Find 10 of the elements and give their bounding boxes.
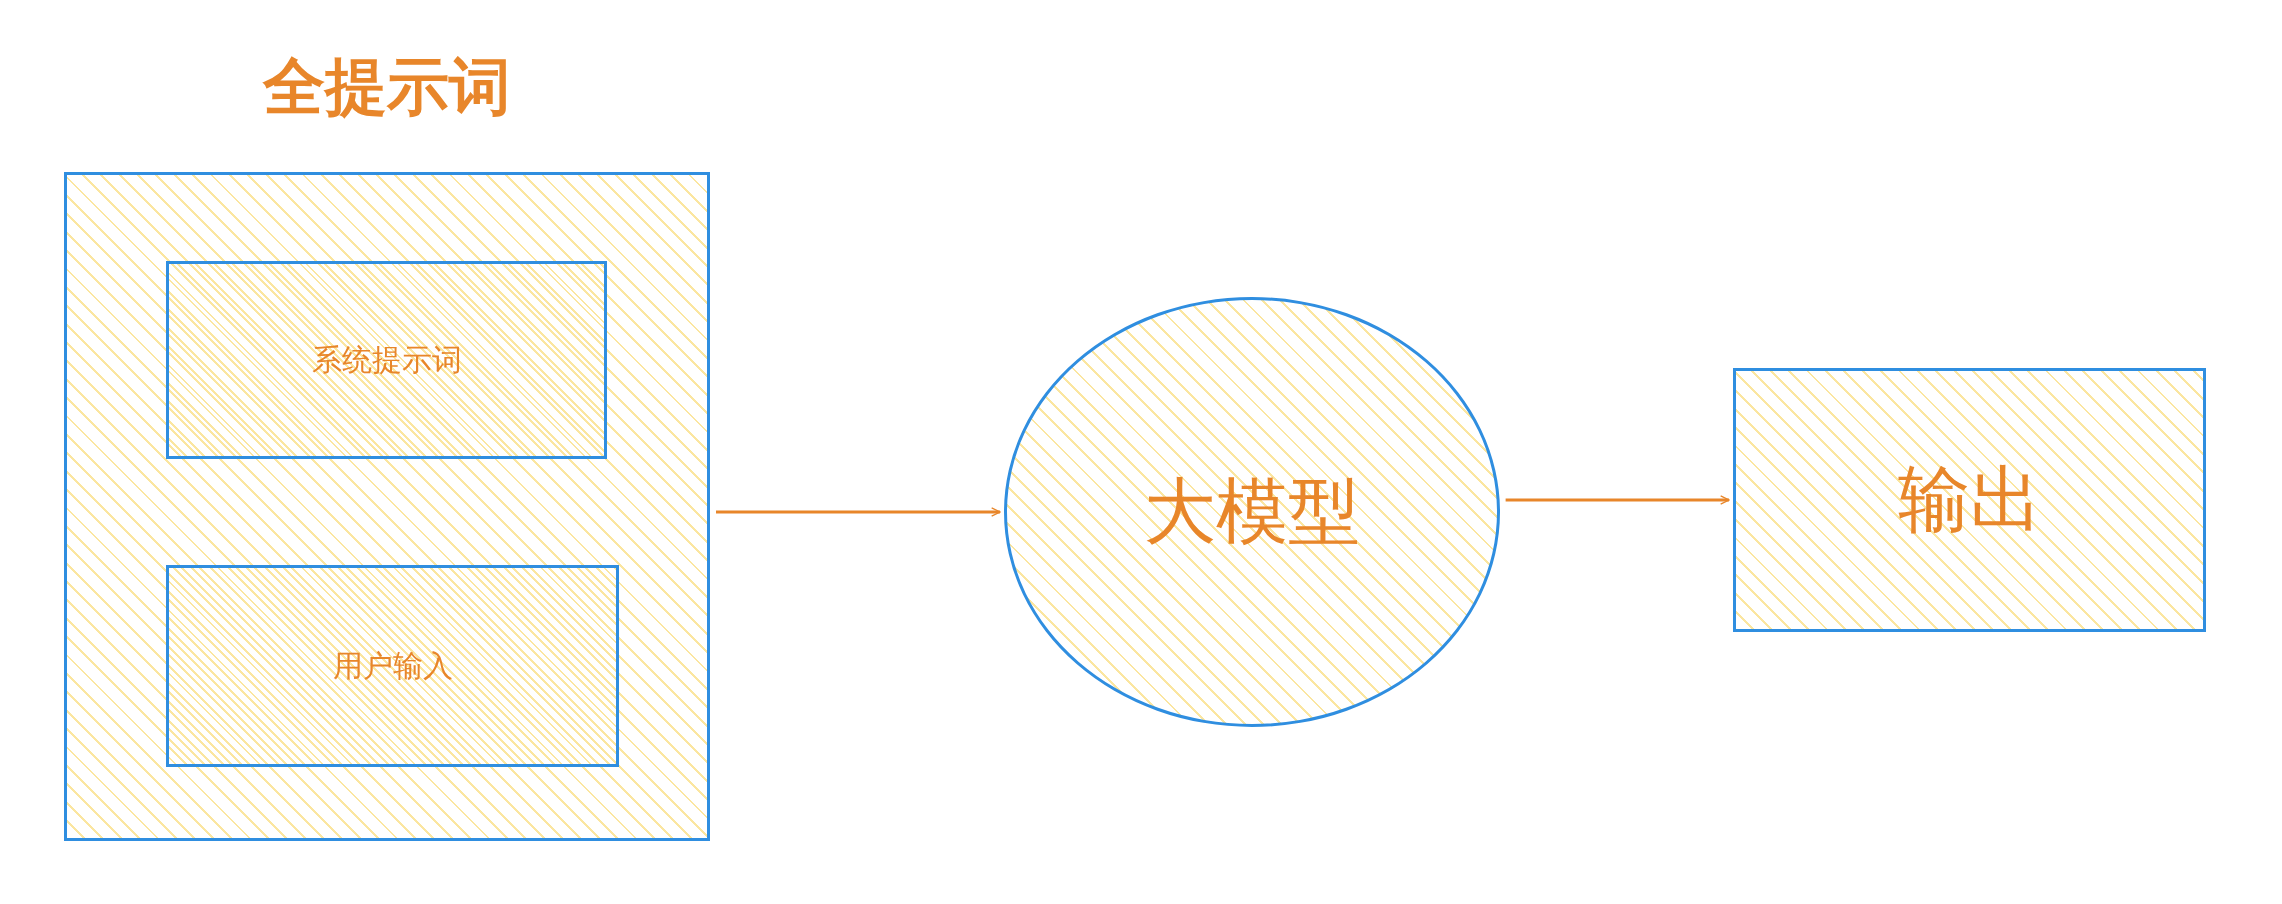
- process-box: [1733, 368, 2206, 632]
- process-box: [166, 565, 619, 767]
- node-label: 输出: [1897, 456, 2042, 543]
- node-label: 系统提示词: [311, 340, 462, 379]
- arrow: [1505, 495, 1730, 505]
- heading: 全提示词: [263, 49, 511, 125]
- node-label: 大模型: [1144, 468, 1360, 555]
- process-box: [166, 261, 607, 459]
- node-label: 用户输入: [332, 646, 453, 685]
- arrow: [716, 507, 1001, 517]
